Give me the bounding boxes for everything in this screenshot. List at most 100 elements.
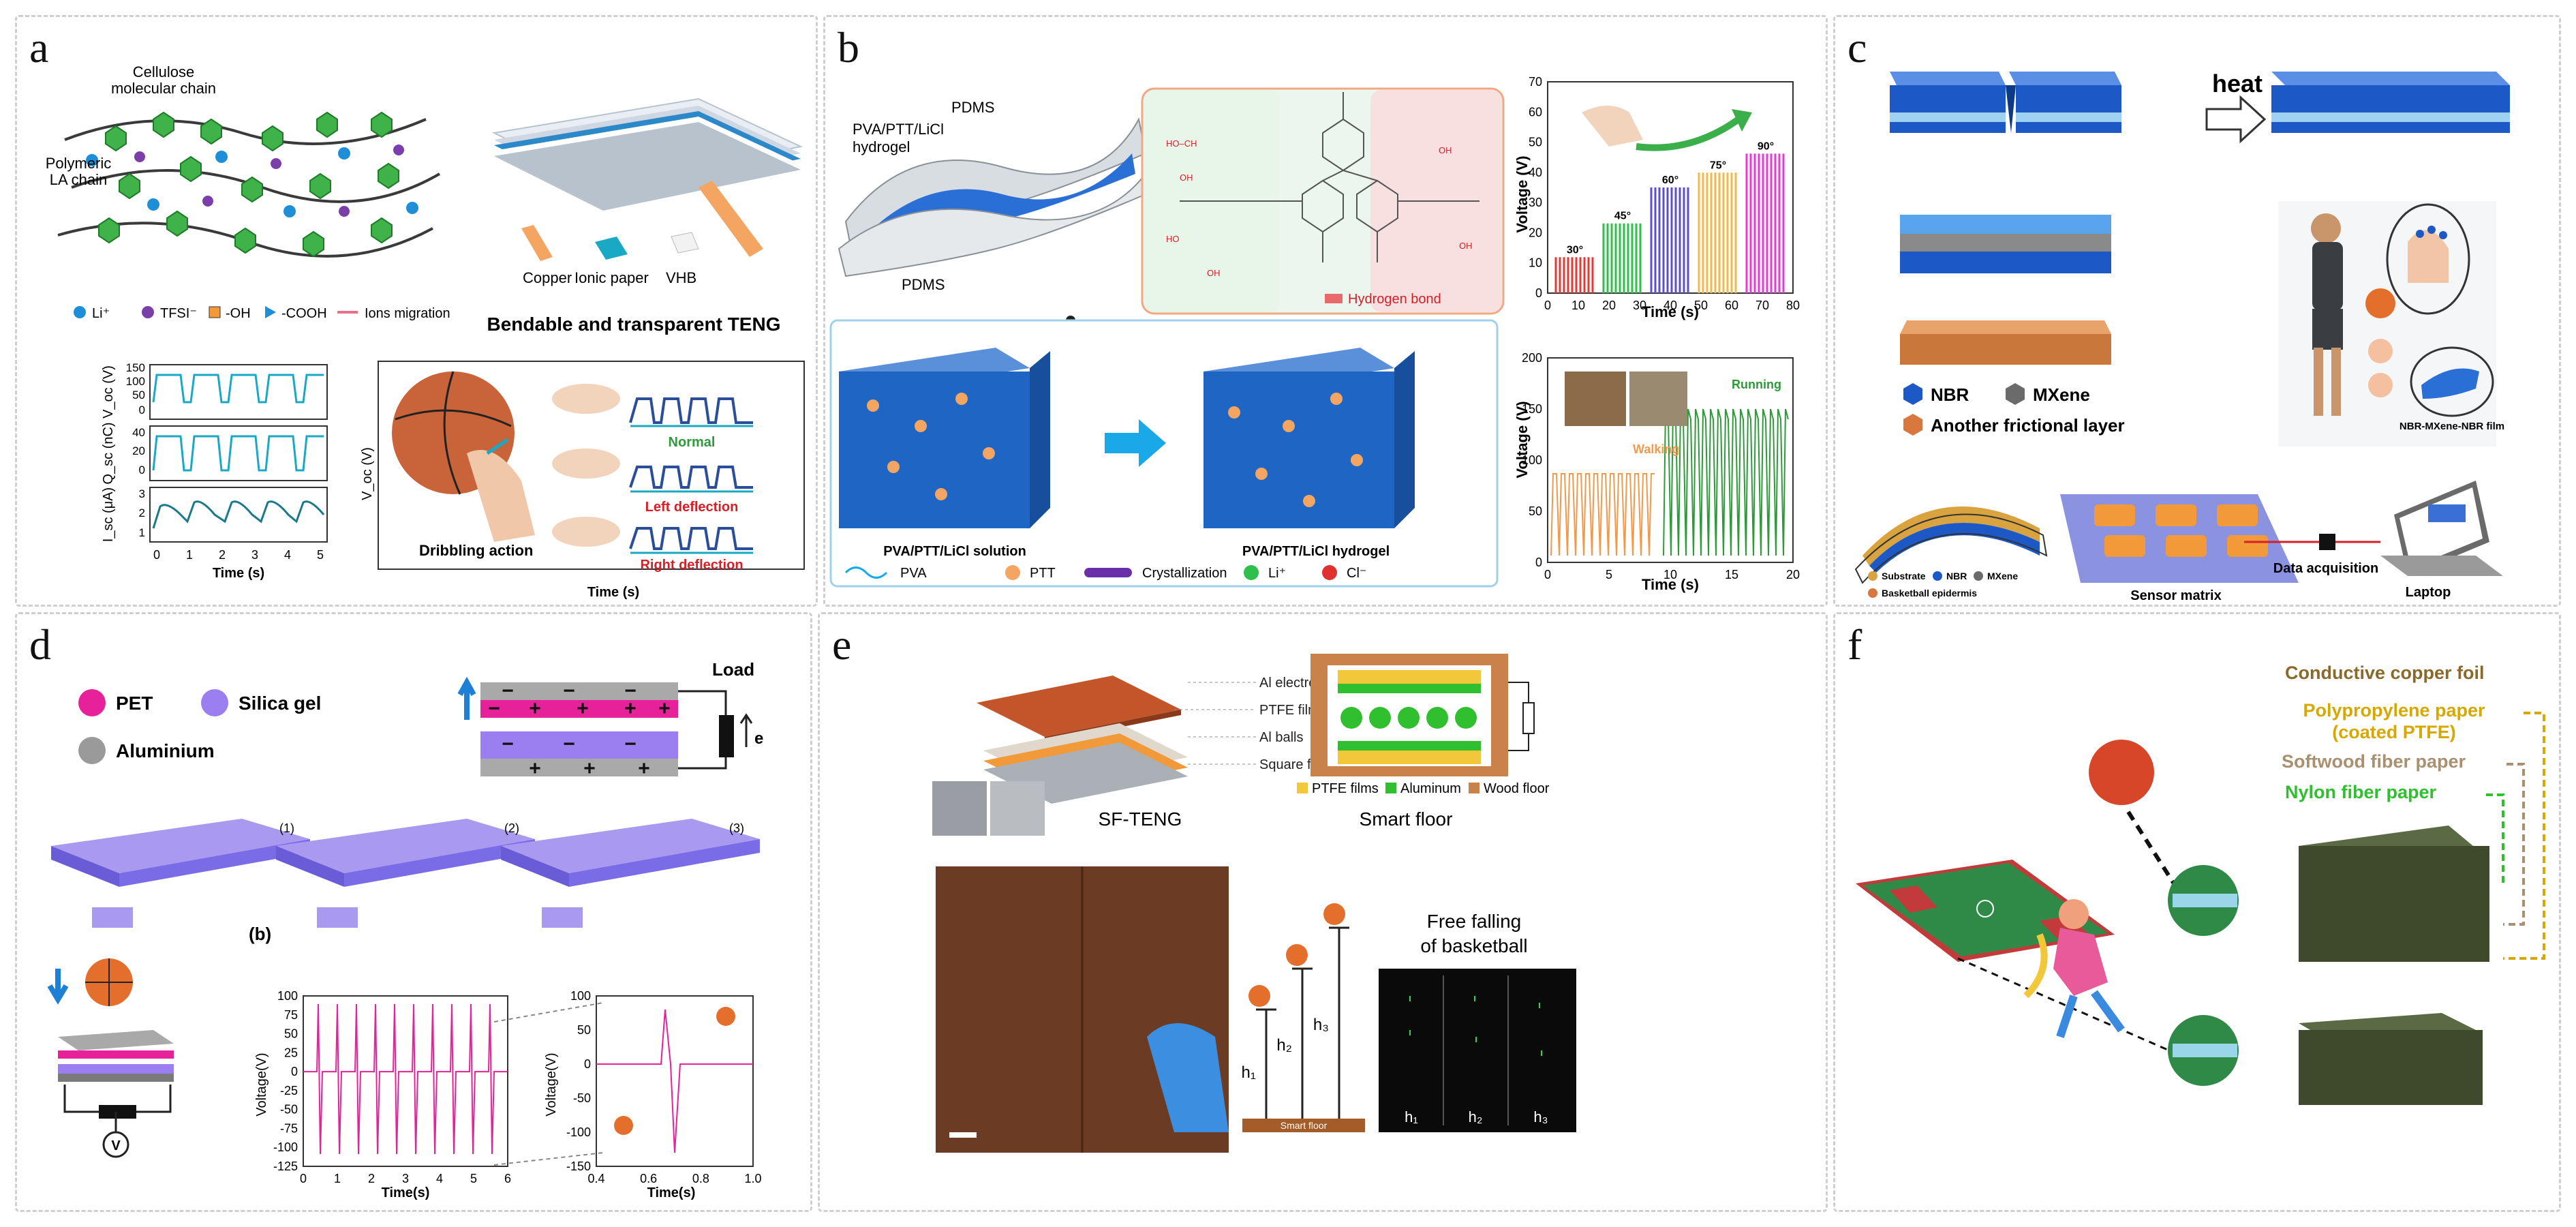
deflection-normal: Normal	[669, 435, 716, 450]
charge-schematic: −−− −++++ −−− +++	[457, 676, 753, 780]
voc-ylabel: V_oc (V)	[101, 365, 116, 419]
player-bg	[2278, 201, 2496, 446]
height-1: h₁	[1242, 1063, 1256, 1082]
teng-copper: Copper	[523, 269, 572, 286]
chart1-xtick: 30	[1633, 299, 1646, 312]
panel-a-graphic: Cellulose molecular chain Polymeric LA c…	[46, 63, 805, 600]
panel-d: d PET Silica gel Aluminium −−− −++++ −−−…	[15, 612, 812, 1212]
heat-label: heat	[2212, 70, 2263, 97]
plot1-xtick: 0	[300, 1172, 307, 1185]
legend-ptt: PTT	[1030, 566, 1056, 581]
solution-label: PVA/PTT/LiCl solution	[883, 544, 1026, 559]
panel-d-graphic: PET Silica gel Aluminium −−− −++++ −−− +…	[47, 659, 763, 1200]
ptt-particles	[867, 393, 1363, 507]
height-2: h₂	[1276, 1036, 1292, 1055]
plot1-ytick: -100	[273, 1140, 298, 1154]
chart1-frame	[1547, 81, 1794, 294]
plot1-ytick: 100	[277, 989, 298, 1003]
panel-e: e Al electrode PTFE film Al balls Square…	[818, 612, 1828, 1212]
layer-pp: Polypropylene paper	[2303, 700, 2485, 721]
svg-text:+: +	[529, 757, 541, 780]
legend-li: Li⁺	[92, 306, 110, 321]
running-label: Running	[1732, 378, 1781, 391]
plot1-ytick: 0	[291, 1065, 298, 1078]
basketball-icon	[716, 1007, 735, 1026]
panel-label-f: f	[1847, 620, 1862, 669]
gel-legend: PVA PTT Crystallization Li⁺ Cl⁻	[844, 565, 1366, 581]
plot1-ytick: -75	[280, 1121, 298, 1135]
chart1-xtick: 0	[1544, 299, 1551, 312]
pp-pointer	[2503, 712, 2545, 960]
hbond-label: Hydrogen bond	[1348, 292, 1441, 307]
scale-bar	[949, 1132, 977, 1138]
chart2-ytick: 200	[1522, 351, 1542, 365]
teng-ionic-paper: Ionic paper	[574, 269, 649, 286]
softwood-pointer	[2503, 763, 2525, 926]
svg-text:+: +	[529, 697, 541, 720]
panel-f-graphic: Conductive copper foil Polypropylene pap…	[1856, 663, 2545, 1105]
legend-tfsi: TFSI⁻	[160, 306, 197, 321]
device-legend-nbr: NBR	[1946, 571, 1967, 581]
device-legend-epidermis: Basketball epidermis	[1882, 588, 1977, 599]
plot1-xtick: 1	[334, 1172, 341, 1185]
legend-ions: Ions migration	[365, 306, 450, 321]
basketball-hand-illustration	[392, 371, 535, 542]
pet-swatch	[78, 689, 106, 716]
plot1-xlabel: Time(s)	[382, 1185, 430, 1200]
qsc-tick: 0	[139, 464, 145, 476]
legend-aluminum: Aluminum	[1400, 781, 1461, 796]
chart1-xtick: 20	[1602, 299, 1616, 312]
hbond-structure	[1180, 92, 1479, 262]
chart1-ytick: 60	[1529, 105, 1542, 119]
plot2-frame	[596, 995, 754, 1167]
gloved-hand	[1147, 1023, 1229, 1132]
chart2-ytick: 0	[1535, 556, 1542, 569]
part-ptfe-film: PTFE film	[1259, 703, 1319, 718]
nylon-pointer	[2486, 793, 2504, 887]
chart2-xtick: 0	[1544, 568, 1551, 581]
sensor-matrix	[2060, 494, 2299, 583]
plot1-xtick: 3	[402, 1172, 409, 1185]
panel-label-d: d	[29, 620, 51, 669]
hbond-swatch	[1325, 294, 1343, 303]
legend-wood: Wood floor	[1484, 781, 1550, 796]
layer-nylon: Nylon fiber paper	[2285, 782, 2437, 802]
teng-vhb: VHB	[666, 269, 696, 286]
isc-ylabel: I_sc (μA)	[101, 487, 116, 542]
legend-mxene: MXene	[2033, 384, 2090, 405]
legend-frictional: Another frictional layer	[1931, 415, 2125, 436]
layer-pva: PVA/PTT/LiCl	[853, 121, 944, 138]
free-fall-label-2: of basketball	[1420, 935, 1527, 956]
sub-b-label: (b)	[249, 924, 271, 944]
walking-photo	[1565, 372, 1626, 426]
panel-b-graphic: PDMS PVA/PTT/LiCl hydrogel PDMS HO–CHOHH…	[829, 75, 1800, 593]
legend-li: Li⁺	[1268, 566, 1286, 581]
photo-left	[932, 781, 987, 836]
panel-label-e: e	[832, 620, 852, 669]
daq-label: Data acquisition	[2273, 561, 2378, 576]
hydrogel-label: PVA/PTT/LiCl hydrogel	[1242, 544, 1390, 559]
chart2-ytick: 150	[1522, 402, 1542, 416]
isc-tick: 3	[139, 487, 145, 500]
running-line	[1663, 408, 1789, 556]
zoom-layer-top	[2173, 894, 2237, 907]
legend-nbr: NBR	[1931, 384, 1969, 405]
chart2-ytick: 50	[1529, 504, 1542, 518]
chart2-frame	[1547, 357, 1794, 563]
textured-plates	[51, 819, 760, 928]
load-label: Load	[712, 659, 754, 680]
isc-tick: 1	[139, 526, 145, 539]
chart1-xtick: 80	[1786, 299, 1800, 312]
svg-text:OH: OH	[1207, 268, 1221, 278]
plot2-ytick: -150	[566, 1160, 591, 1173]
plot2-ylabel: Voltage(V)	[544, 1052, 559, 1116]
deflection-left: Left deflection	[645, 500, 739, 515]
basketball-player-illustration	[2311, 203, 2494, 417]
plot2-xtick: 0.4	[587, 1172, 604, 1185]
chart1-ytick: 30	[1529, 196, 1542, 209]
angle-label: 75°	[1710, 160, 1726, 171]
plot1-ytick: 25	[284, 1046, 298, 1059]
plot1-frame	[303, 995, 508, 1167]
plot2-xtick: 1.0	[744, 1172, 761, 1185]
